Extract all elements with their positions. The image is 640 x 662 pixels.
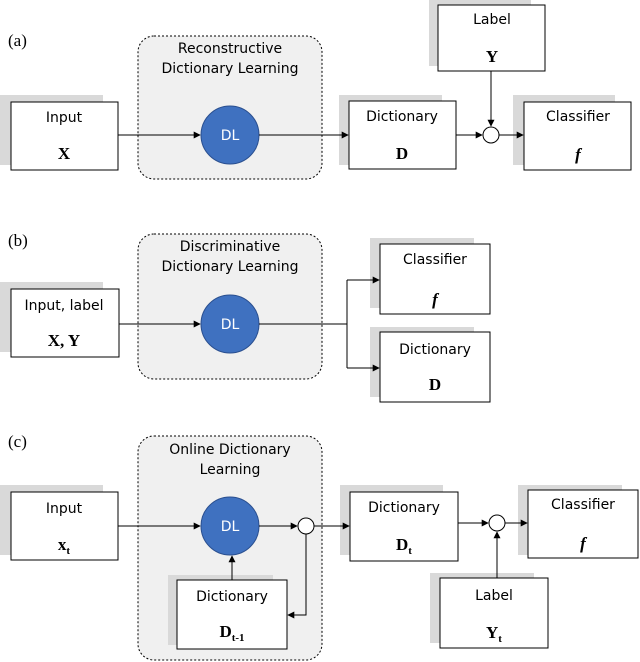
panel-a-process-label-2: Dictionary Learning <box>161 61 298 77</box>
panel-c-classifier-box: Classifier f <box>518 485 639 559</box>
panel-c-input-symbol-sub: t <box>66 545 70 557</box>
panel-c-label-label: Label <box>475 588 513 604</box>
panel-c-dictionary-symbol: Dt <box>396 535 412 557</box>
panel-b: (b) Discriminative Dictionary Learning D… <box>0 231 491 403</box>
panel-c-arrow-feedback <box>287 534 307 619</box>
panel-b-classifier-symbol: f <box>432 290 440 309</box>
panel-a-classifier-label: Classifier <box>546 109 610 125</box>
panel-c-label-symbol: Yt <box>486 623 502 645</box>
panel-a-classifier-box: Classifier f <box>513 95 632 171</box>
panel-a-dictionary-label: Dictionary <box>366 109 438 125</box>
panel-c-dictionary-box: Dictionary Dt <box>340 485 459 562</box>
panel-c-dictionary-symbol-sub: t <box>408 545 412 557</box>
panel-c-process-label-2: Learning <box>200 462 261 478</box>
panel-a-label-symbol: Y <box>486 47 498 66</box>
panel-a-input-box: Input X <box>0 95 119 171</box>
panel-b-classifier-box: Classifier f <box>370 238 491 315</box>
panel-a-classifier-symbol: f <box>575 145 583 164</box>
panel-b-process-label-1: Discriminative <box>180 239 281 255</box>
panel-a: (a) Reconstructive Dictionary Learning D… <box>0 0 632 180</box>
panel-b-input-box: Input, label X, Y <box>0 282 120 358</box>
panel-b-dictionary-label: Dictionary <box>399 342 471 358</box>
panel-a-tag: (a) <box>8 31 27 50</box>
panel-a-process-label-1: Reconstructive <box>178 41 282 57</box>
panel-c-dl-label: DL <box>221 519 240 535</box>
panel-c-dictionary-symbol-base: D <box>396 535 408 554</box>
panel-a-input-symbol: X <box>58 144 71 163</box>
panel-c-tag: (c) <box>8 432 27 451</box>
panel-c-label-symbol-sub: t <box>498 633 502 645</box>
panel-a-dictionary-box: Dictionary D <box>339 95 457 170</box>
panel-c-prev-dictionary-label: Dictionary <box>196 589 268 605</box>
panel-c-dictionary-label: Dictionary <box>368 500 440 516</box>
panel-c-junction-classifier <box>488 514 506 532</box>
panel-b-dl-label: DL <box>221 317 240 333</box>
panel-b-dictionary-symbol: D <box>429 375 441 394</box>
panel-c-prev-dictionary-symbol-sub: t-1 <box>232 632 245 644</box>
panel-c-junction-dictionary <box>297 517 315 535</box>
panel-c-classifier-label: Classifier <box>551 497 615 513</box>
panel-c-classifier-symbol: f <box>580 534 588 553</box>
panel-c-process-label-1: Online Dictionary <box>169 442 290 458</box>
panel-a-junction <box>482 126 500 144</box>
panel-b-dictionary-box: Dictionary D <box>370 327 491 403</box>
panel-c-prev-dictionary-symbol: Dt-1 <box>219 622 244 644</box>
panel-c-input-symbol-base: x <box>58 535 67 554</box>
panel-a-input-label: Input <box>46 110 83 126</box>
panel-b-classifier-label: Classifier <box>403 252 467 268</box>
panel-c-prev-dictionary-symbol-base: D <box>219 622 231 641</box>
panel-a-dl-label: DL <box>221 128 240 144</box>
panel-a-label-label: Label <box>473 12 511 28</box>
panel-c-label-box: Label Yt <box>430 573 549 649</box>
panel-c-input-box: Input xt <box>0 485 119 561</box>
panel-b-input-label: Input, label <box>24 298 103 314</box>
panel-c: (c) Online Dictionary Learning DL Input … <box>0 432 639 661</box>
panel-a-label-box: Label Y <box>429 0 546 72</box>
panel-c-input-symbol: xt <box>58 535 71 557</box>
panel-c-input-label: Input <box>46 501 83 517</box>
panel-a-dictionary-symbol: D <box>396 144 408 163</box>
panel-c-label-symbol-base: Y <box>486 623 498 642</box>
panel-b-process-label-2: Dictionary Learning <box>161 259 298 275</box>
panel-c-prev-dictionary-box: Dictionary Dt-1 <box>168 575 288 650</box>
panel-b-input-symbol: X, Y <box>48 331 80 350</box>
panel-b-tag: (b) <box>8 231 28 250</box>
